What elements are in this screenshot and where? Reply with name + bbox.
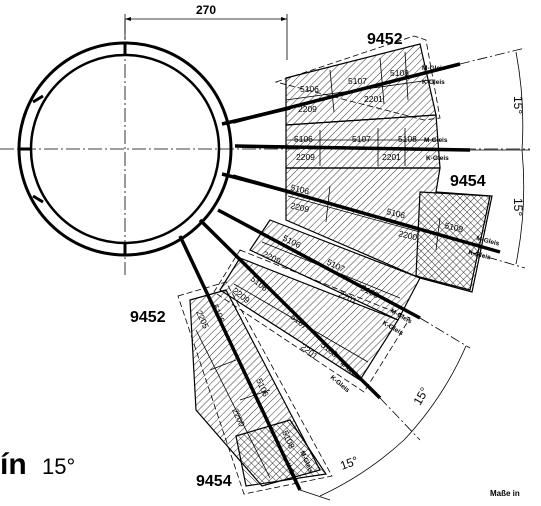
svg-text:5108: 5108 xyxy=(398,134,417,144)
track-id-9452-left: 9452 xyxy=(130,309,166,326)
svg-text:2209: 2209 xyxy=(298,104,317,114)
svg-text:5106: 5106 xyxy=(290,182,311,196)
svg-text:2209: 2209 xyxy=(296,152,315,162)
angle-extension xyxy=(459,47,526,65)
svg-text:5108: 5108 xyxy=(444,220,465,234)
angle-label: 15° xyxy=(338,453,360,472)
svg-text:5106: 5106 xyxy=(300,84,319,94)
svg-text:M-Gleis: M-Gleis xyxy=(422,65,446,72)
svg-text:K-Gleis: K-Gleis xyxy=(422,79,445,86)
track-stub xyxy=(221,172,291,194)
angle-extension xyxy=(419,317,471,349)
svg-text:M-Gleis: M-Gleis xyxy=(424,137,448,144)
caption-word: ín xyxy=(0,448,27,481)
angle-extension xyxy=(379,397,421,441)
dimension-arrow xyxy=(281,17,287,21)
svg-text:K-Gleis: K-Gleis xyxy=(426,155,449,162)
svg-text:5106: 5106 xyxy=(294,134,313,144)
caption-angle: 15° xyxy=(42,454,75,479)
angle-label: 15° xyxy=(410,385,431,408)
svg-text:5107: 5107 xyxy=(348,76,367,86)
svg-text:2209: 2209 xyxy=(290,200,311,214)
svg-text:2201: 2201 xyxy=(382,152,401,162)
track-stub xyxy=(221,106,291,126)
svg-text:5108: 5108 xyxy=(390,68,409,78)
angle-arc xyxy=(403,345,467,441)
track-bed-6: 2205 5106 5106 2200 5108 M-Gleis K-Gleis xyxy=(177,235,333,495)
angle-extension xyxy=(299,489,331,501)
svg-text:2201: 2201 xyxy=(364,94,383,104)
track-id-9452-top: 9452 xyxy=(367,31,403,48)
angle-label: 15° xyxy=(511,96,525,114)
angle-label: 15° xyxy=(511,198,525,216)
track-bed-5: 5106 5107 5108 2209 2201 M-Gleis K-Gleis xyxy=(198,218,411,400)
angle-arc xyxy=(319,439,405,497)
track-id-9454-right: 9454 xyxy=(450,173,486,190)
dimension-270: 270 xyxy=(196,3,216,17)
track-bed-2: 5106 5107 5108 2209 2201 M-Gleis K-Gleis xyxy=(234,114,471,169)
svg-text:K-Gleis: K-Gleis xyxy=(329,374,351,394)
svg-text:5106: 5106 xyxy=(386,206,407,220)
track-bed-3: 5106 5106 5108 2209 2200 M-Gleis K-Gleis xyxy=(232,167,501,293)
angle-arc xyxy=(515,51,524,151)
ring-tick xyxy=(32,194,44,204)
ring-tick xyxy=(32,94,44,104)
svg-text:2200: 2200 xyxy=(398,228,419,242)
angle-arc xyxy=(515,149,525,265)
dimension-arrow xyxy=(125,17,131,21)
measure-note: Maße in xyxy=(490,489,520,498)
angle-extension xyxy=(469,251,526,269)
track-id-9454-bottom: 9454 xyxy=(196,473,232,490)
svg-text:5107: 5107 xyxy=(352,134,371,144)
